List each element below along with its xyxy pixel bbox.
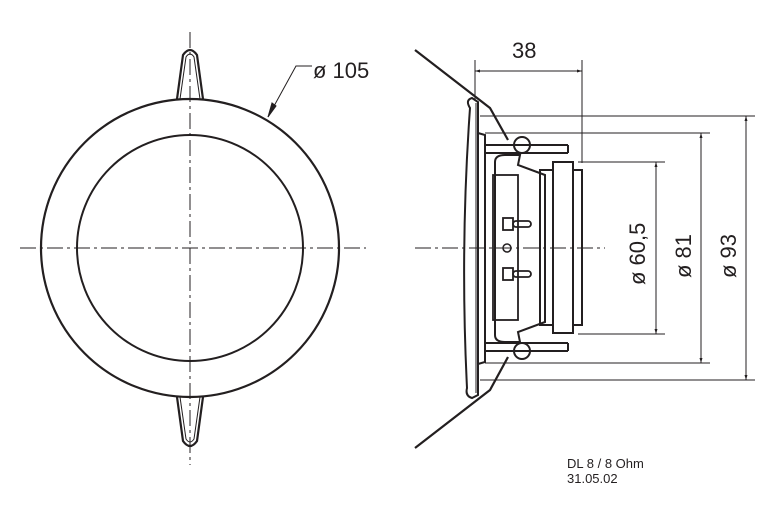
dimension-d2: ø 81 (671, 234, 696, 278)
spring-clip-bottom (175, 396, 205, 448)
flange (477, 132, 486, 365)
date-label: 31.05.02 (567, 471, 618, 486)
bezel (463, 96, 479, 400)
dimension-outer-diameter: ø 105 (313, 58, 369, 83)
model-label: DL 8 / 8 Ohm (567, 456, 644, 471)
outer-ring (39, 97, 341, 399)
spring-wire-bottom (414, 356, 509, 449)
terminal-plate (492, 174, 519, 321)
leader-line (267, 65, 312, 118)
side-view (414, 49, 755, 449)
title-block: DL 8 / 8 Ohm 31.05.02 (567, 456, 644, 486)
inner-ring (76, 134, 304, 362)
dimension-d1: ø 60,5 (625, 223, 650, 285)
dimension-depth: 38 (512, 38, 536, 63)
front-view (20, 32, 366, 465)
spring-clip-top (175, 48, 205, 100)
dimension-d3: ø 93 (716, 234, 741, 278)
spring-wire-top (414, 49, 509, 141)
basket (494, 154, 546, 343)
